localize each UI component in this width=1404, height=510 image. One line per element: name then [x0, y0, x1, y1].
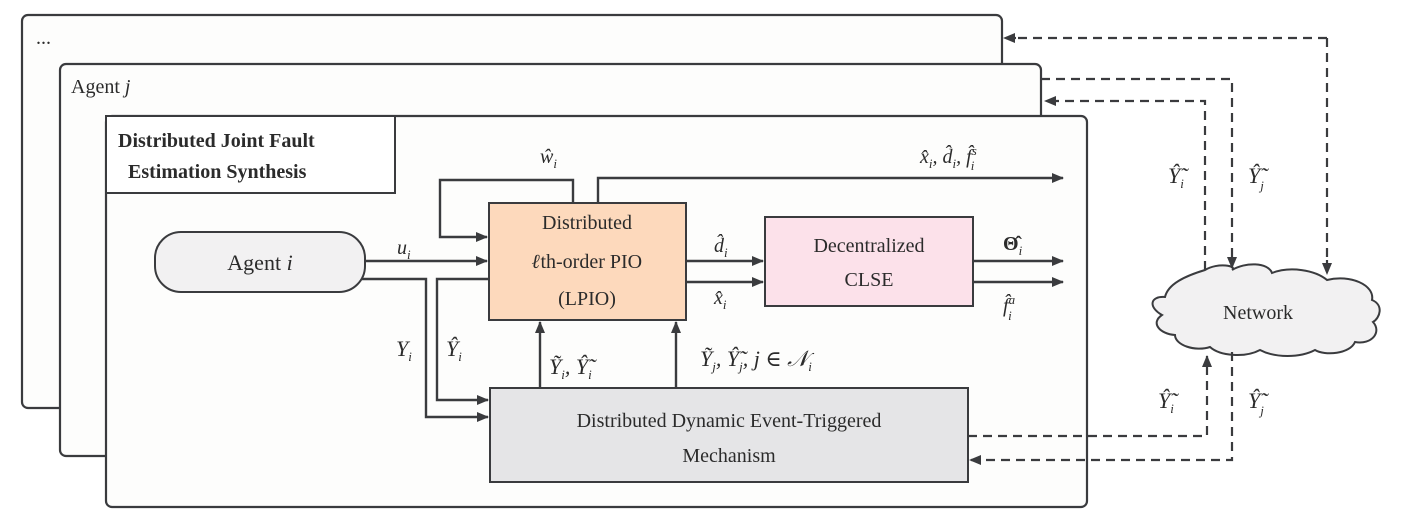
network-bottom-i-label: Ŷ̃i: [1158, 388, 1179, 416]
y-to-det-arrow: [362, 277, 489, 422]
lpio-label-line3: (LPIO): [558, 288, 616, 310]
frame-outer-label: ...: [36, 27, 51, 49]
network-top-i-label: Ŷ̃i: [1168, 163, 1189, 191]
w-hat-feedback-arrow: [438, 178, 575, 242]
det-mechanism-block: [489, 387, 969, 483]
det-label-line1: Distributed Dynamic Event-Triggered: [577, 410, 882, 432]
y-hat-to-lpio-arrow: [435, 277, 489, 405]
det-label-line2: Mechanism: [682, 445, 776, 467]
top-output-arrow: [596, 173, 1064, 203]
lpio-label-line1: Distributed: [542, 212, 632, 234]
clse-label-line1: Decentralized: [813, 235, 924, 257]
agent-i-label: Agent i: [227, 250, 292, 275]
y-hat-label: Ŷi: [446, 336, 462, 364]
network-to-det-arrow: [969, 352, 1234, 465]
w-hat-label: ŵi: [540, 146, 557, 171]
frame-main-title-line1: Distributed Joint Fault: [118, 130, 315, 152]
frame-main-title-box: [105, 115, 396, 194]
frame-main-title-line2: Estimation Synthesis: [128, 161, 307, 183]
network-to-agent-j-arrow: [1044, 96, 1207, 270]
clse-label-line2: CLSE: [845, 269, 894, 291]
y-tilde-j-pair-label: Ỹj, Ŷ̃j, j ∈ 𝒩i: [700, 346, 815, 374]
lpio-block: [488, 202, 687, 321]
det-to-network-arrow: [968, 355, 1212, 438]
network-cloud: [1151, 263, 1381, 357]
d-hat-label: d̂i: [714, 233, 728, 260]
clse-block: [764, 216, 974, 307]
network-to-outer-frame-arrow: [1006, 36, 1329, 272]
agent-j-to-network-arrow: [1041, 77, 1237, 269]
u-label: ui: [397, 237, 411, 262]
network-bottom-j-label: Ŷ̃j: [1248, 388, 1269, 418]
network-label: Network: [1223, 302, 1293, 324]
lpio-label-line2: ℓth-order PIO: [532, 251, 642, 273]
x-hat-label: x̂i: [713, 287, 727, 312]
frame-agent-j-label: Agent j: [71, 76, 131, 98]
theta-hat-label: Θ̂i: [1003, 233, 1023, 258]
network-top-j-label: Ŷ̃j: [1248, 163, 1269, 193]
y-label: Yi: [396, 336, 412, 364]
